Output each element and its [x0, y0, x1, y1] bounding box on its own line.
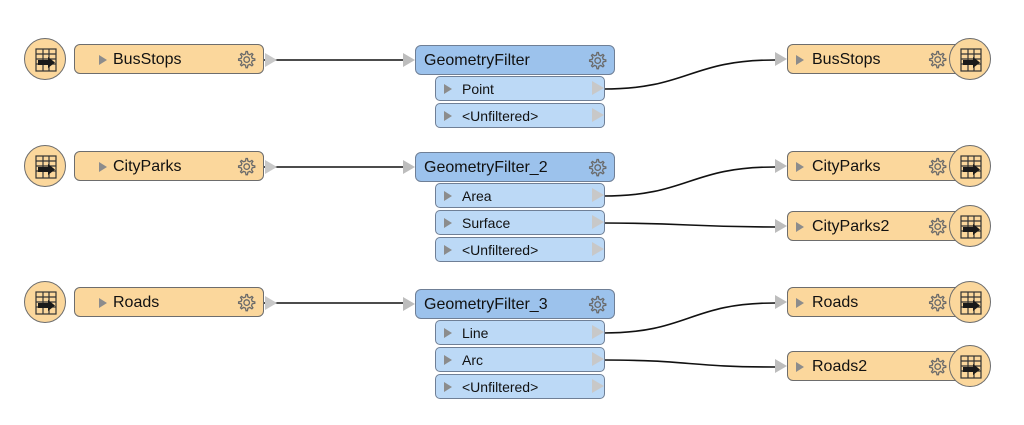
- writer-label: BusStops: [812, 51, 881, 68]
- transformer-label: GeometryFilter_3: [424, 296, 548, 313]
- wire-surface-out[interactable]: [602, 222, 776, 228]
- input-port-icon[interactable]: [775, 359, 787, 373]
- expand-triangle-icon[interactable]: [444, 191, 452, 201]
- expand-triangle-icon[interactable]: [444, 84, 452, 94]
- expand-triangle-icon[interactable]: [99, 55, 107, 65]
- gear-icon[interactable]: [235, 49, 257, 71]
- writer-label: Roads: [812, 294, 859, 311]
- gear-icon[interactable]: [926, 292, 948, 314]
- wire-point-out[interactable]: [602, 59, 776, 90]
- input-port-icon[interactable]: [403, 160, 415, 174]
- output-port-icon[interactable]: [592, 325, 604, 339]
- reader-label: CityParks: [113, 158, 182, 175]
- wire-line-out[interactable]: [602, 302, 776, 334]
- table-arrow-out-icon: [949, 345, 991, 387]
- output-port-icon[interactable]: [592, 108, 604, 122]
- port-label: Surface: [462, 215, 511, 231]
- input-port-icon[interactable]: [775, 295, 787, 309]
- gear-icon[interactable]: [586, 157, 608, 179]
- port-label: <Unfiltered>: [462, 379, 539, 395]
- expand-triangle-icon[interactable]: [99, 298, 107, 308]
- expand-triangle-icon[interactable]: [99, 162, 107, 172]
- gear-icon[interactable]: [586, 50, 608, 72]
- gear-icon[interactable]: [926, 156, 948, 178]
- transformer-header[interactable]: GeometryFilter: [415, 45, 615, 75]
- output-port-point[interactable]: Point: [435, 76, 605, 101]
- expand-triangle-icon[interactable]: [444, 355, 452, 365]
- output-port-arc[interactable]: Arc: [435, 347, 605, 372]
- port-label: Area: [462, 188, 492, 204]
- gear-icon[interactable]: [926, 356, 948, 378]
- output-port-surface[interactable]: Surface: [435, 210, 605, 235]
- input-port-icon[interactable]: [403, 53, 415, 67]
- writer-box[interactable]: CityParks2: [787, 211, 977, 241]
- gear-icon[interactable]: [926, 216, 948, 238]
- table-arrow-in-icon: [24, 38, 66, 80]
- expand-triangle-icon[interactable]: [444, 245, 452, 255]
- expand-triangle-icon[interactable]: [444, 382, 452, 392]
- writer-label: CityParks2: [812, 218, 890, 235]
- gear-icon[interactable]: [926, 49, 948, 71]
- expand-triangle-icon[interactable]: [444, 111, 452, 121]
- reader-box[interactable]: CityParks: [74, 151, 277, 181]
- output-port-icon[interactable]: [265, 296, 277, 310]
- output-port-icon[interactable]: [592, 81, 604, 95]
- port-label: <Unfiltered>: [462, 108, 539, 124]
- input-port-icon[interactable]: [775, 52, 787, 66]
- expand-triangle-icon[interactable]: [796, 298, 804, 308]
- output-port-unfiltered[interactable]: <Unfiltered>: [435, 103, 605, 128]
- output-port-icon[interactable]: [592, 242, 604, 256]
- gear-icon[interactable]: [586, 294, 608, 316]
- transformer-label: GeometryFilter_2: [424, 159, 548, 176]
- table-arrow-out-icon: [949, 281, 991, 323]
- transformer-header[interactable]: GeometryFilter_2: [415, 152, 615, 182]
- table-arrow-out-icon: [949, 145, 991, 187]
- output-port-line[interactable]: Line: [435, 320, 605, 345]
- expand-triangle-icon[interactable]: [796, 55, 804, 65]
- output-port-icon[interactable]: [265, 160, 277, 174]
- output-port-icon[interactable]: [592, 352, 604, 366]
- input-port-icon[interactable]: [775, 219, 787, 233]
- expand-triangle-icon[interactable]: [796, 162, 804, 172]
- transformer-header[interactable]: GeometryFilter_3: [415, 289, 615, 319]
- output-port-area[interactable]: Area: [435, 183, 605, 208]
- output-port-icon[interactable]: [592, 188, 604, 202]
- output-port-icon[interactable]: [592, 215, 604, 229]
- table-arrow-in-icon: [24, 145, 66, 187]
- expand-triangle-icon[interactable]: [444, 218, 452, 228]
- expand-triangle-icon[interactable]: [444, 328, 452, 338]
- input-port-icon[interactable]: [775, 159, 787, 173]
- reader-box[interactable]: Roads: [74, 287, 277, 317]
- table-arrow-out-icon: [949, 205, 991, 247]
- port-label: Point: [462, 81, 494, 97]
- port-label: <Unfiltered>: [462, 242, 539, 258]
- writer-box[interactable]: BusStops: [787, 44, 977, 74]
- table-arrow-out-icon: [949, 38, 991, 80]
- output-port-icon[interactable]: [265, 53, 277, 67]
- table-arrow-in-icon: [24, 281, 66, 323]
- expand-triangle-icon[interactable]: [796, 222, 804, 232]
- writer-label: Roads2: [812, 358, 868, 375]
- output-port-icon[interactable]: [592, 379, 604, 393]
- writer-box[interactable]: CityParks: [787, 151, 977, 181]
- input-port-icon[interactable]: [403, 297, 415, 311]
- reader-label: Roads: [113, 294, 160, 311]
- output-port-unfiltered[interactable]: <Unfiltered>: [435, 374, 605, 399]
- reader-box[interactable]: BusStops: [74, 44, 277, 74]
- transformer-label: GeometryFilter: [424, 52, 530, 69]
- reader-label: BusStops: [113, 51, 182, 68]
- wire-arc-out[interactable]: [602, 359, 776, 368]
- gear-icon[interactable]: [235, 292, 257, 314]
- expand-triangle-icon[interactable]: [796, 362, 804, 372]
- wire-area-out[interactable]: [602, 166, 776, 197]
- port-label: Arc: [462, 352, 483, 368]
- writer-label: CityParks: [812, 158, 881, 175]
- writer-box[interactable]: Roads2: [787, 351, 977, 381]
- gear-icon[interactable]: [235, 156, 257, 178]
- port-label: Line: [462, 325, 489, 341]
- output-port-unfiltered[interactable]: <Unfiltered>: [435, 237, 605, 262]
